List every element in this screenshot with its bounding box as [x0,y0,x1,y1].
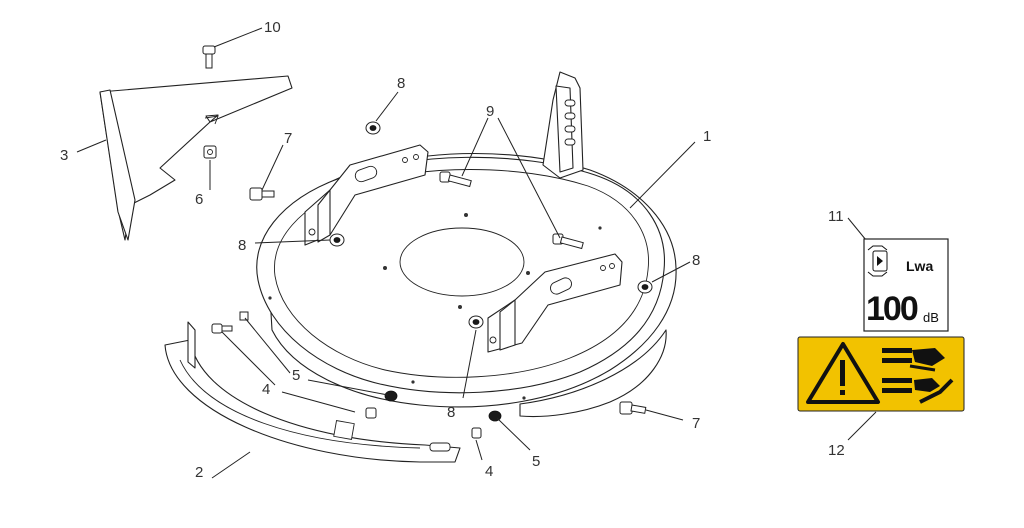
deck-bracket-right [487,253,623,353]
hand-crush-icon [882,348,945,372]
noise-symbol: Lwa [906,258,933,274]
noise-level-decal: Lwa 100 dB [863,238,949,332]
bolt-9-b-icon [552,233,584,250]
bolt-4-left-icon [211,323,233,334]
bolt-4-mid-icon [365,407,377,419]
bolt-7-left-icon [249,187,275,201]
nut-6-icon [203,145,217,159]
warning-decal [797,336,965,412]
callout-3: 3 [60,147,68,164]
top-cover-plate [99,75,293,241]
side-strip [164,321,461,463]
callout-5-bottom: 5 [532,453,540,470]
callout-7-right: 7 [692,415,700,432]
nut-5-a-icon [384,390,398,402]
callout-10: 10 [264,19,281,36]
callout-8-left: 8 [238,237,246,254]
warning-triangle-icon [806,342,880,404]
callout-11: 11 [828,208,844,225]
callout-4-bottom: 4 [485,463,493,480]
leader-lines [76,27,877,479]
washer-8-right-icon [637,280,653,294]
height-adjust-plate [542,71,584,179]
washer-8-bottom-icon [468,315,484,329]
washer-8-top-icon [365,121,381,135]
callout-9: 9 [486,103,494,120]
ear-protection-icon [867,245,888,277]
noise-unit: dB [923,310,939,325]
washer-8-left-icon [329,233,345,247]
callout-labels: 1 2 3 4 4 5 5 6 7 7 8 8 8 8 9 10 11 12 [60,19,845,481]
noise-value: 100 [866,290,918,328]
screw-10-icon [202,45,216,69]
callout-1: 1 [703,128,711,145]
callout-8-top: 8 [397,75,405,92]
bolt-4-bottom-icon [471,427,482,439]
spindle-hole [399,227,525,297]
callout-2: 2 [195,464,203,481]
callout-12: 12 [828,442,845,459]
bolt-7-right-icon [619,401,647,415]
clip-5-left-icon [239,311,249,321]
callout-6: 6 [195,191,203,208]
callout-8-right: 8 [692,252,700,269]
callout-5-left: 5 [292,367,300,384]
foot-blade-icon [882,378,954,404]
deck-housing [256,152,677,418]
callout-8-bottom: 8 [447,404,455,421]
callout-4-left: 4 [262,381,270,398]
callout-7-top: 7 [284,130,292,147]
bolt-9-a-icon [439,171,472,188]
